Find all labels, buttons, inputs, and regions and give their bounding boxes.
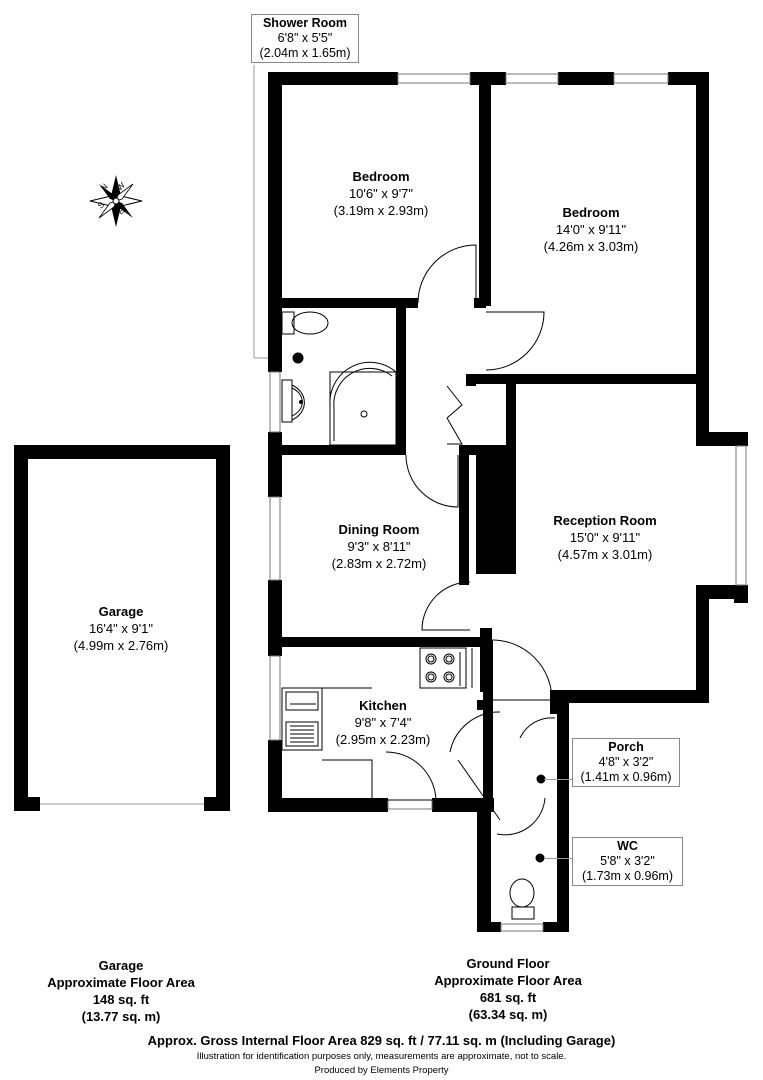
garage-area-summary: Garage Approximate Floor Area 148 sq. ft… [47,957,195,1025]
shower-room-name: Shower Room [262,16,348,30]
shower-room-fixtures [281,311,397,446]
ground-floor-area-line4: (63.34 sq. m) [468,1007,548,1022]
kitchen-label: Kitchen 9'8" x 7'4" (2.95m x 2.23m) [336,697,431,748]
bedroom-2-name: Bedroom [562,205,620,220]
producer-text: Produced by Elements Property [314,1065,449,1076]
bedroom-2-metric: (4.26m x 3.03m) [543,239,639,254]
porch-imperial: 4'8" x 3'2" [598,755,654,769]
ground-floor-area-line1: Ground Floor [466,956,550,971]
bedroom-1-metric: (3.19m x 2.93m) [333,203,429,218]
ground-floor-area-line3: 681 sq. ft [479,990,537,1005]
shower-room-metric: (2.04m x 1.65m) [259,46,351,60]
compass-e: E [116,206,126,216]
bedroom-2-label: Bedroom 14'0" x 9'11" (4.26m x 3.03m) [544,204,639,255]
kitchen-name: Kitchen [359,698,407,713]
wc-imperial: 5'8" x 3'2" [600,854,655,868]
dining-room-label: Dining Room 9'3" x 8'11" (2.83m x 2.72m) [332,521,427,572]
wc-fixtures [509,774,546,920]
porch-label: Porch 4'8" x 3'2" (1.41m x 0.96m) [572,738,680,787]
reception-room-imperial: 15'0" x 9'11" [569,530,641,545]
wc-name: WC [617,839,638,853]
garage-area-line3: 148 sq. ft [92,992,150,1007]
garage-name: Garage [98,604,144,619]
bedroom-2-imperial: 14'0" x 9'11" [555,222,627,237]
gross-area-text: Approx. Gross Internal Floor Area 829 sq… [147,1033,616,1048]
compass-n: N [99,182,110,193]
dining-room-metric: (2.83m x 2.72m) [331,556,427,571]
disclaimer-text: Illustration for identification purposes… [196,1051,567,1062]
windows [269,73,747,932]
garage-imperial: 16'4" x 9'1" [88,621,154,636]
dining-room-name: Dining Room [338,522,420,537]
wc-callout-line [544,858,572,859]
bedroom-1-label: Bedroom 10'6" x 9'7" (3.19m x 2.93m) [334,168,429,219]
ground-floor-area-summary: Ground Floor Approximate Floor Area 681 … [434,955,582,1023]
doors [385,244,556,836]
bedroom-1-name: Bedroom [352,169,410,184]
porch-metric: (1.41m x 0.96m) [580,770,672,784]
wc-metric: (1.73m x 0.96m) [581,869,673,883]
reception-room-name: Reception Room [553,513,657,528]
shower-room-label: Shower Room 6'8" x 5'5" (2.04m x 1.65m) [251,14,359,63]
kitchen-fixtures [281,647,473,800]
reception-room-label: Reception Room 15'0" x 9'11" (4.57m x 3.… [553,512,656,563]
garage-label: Garage 16'4" x 9'1" (4.99m x 2.76m) [74,603,169,654]
compass-s: S [96,200,106,210]
kitchen-imperial: 9'8" x 7'4" [354,715,412,730]
kitchen-metric: (2.95m x 2.23m) [335,732,431,747]
garage-area-line4: (13.77 sq. m) [81,1009,161,1024]
wc-label: WC 5'8" x 3'2" (1.73m x 0.96m) [572,837,683,886]
bedroom-1-imperial: 10'6" x 9'7" [348,186,414,201]
garage-walls [14,445,230,811]
porch-callout-line [544,779,572,780]
garage-metric: (4.99m x 2.76m) [73,638,169,653]
porch-name: Porch [608,740,644,754]
house-walls [268,72,748,932]
garage-area-line2: Approximate Floor Area [47,975,195,990]
shower-room-imperial: 6'8" x 5'5" [277,31,333,45]
ground-floor-area-line2: Approximate Floor Area [434,973,582,988]
reception-room-metric: (4.57m x 3.01m) [557,547,653,562]
compass-rose-icon: N E S W [89,175,143,227]
dining-room-imperial: 9'3" x 8'11" [347,539,411,554]
garage-area-line1: Garage [98,958,144,973]
